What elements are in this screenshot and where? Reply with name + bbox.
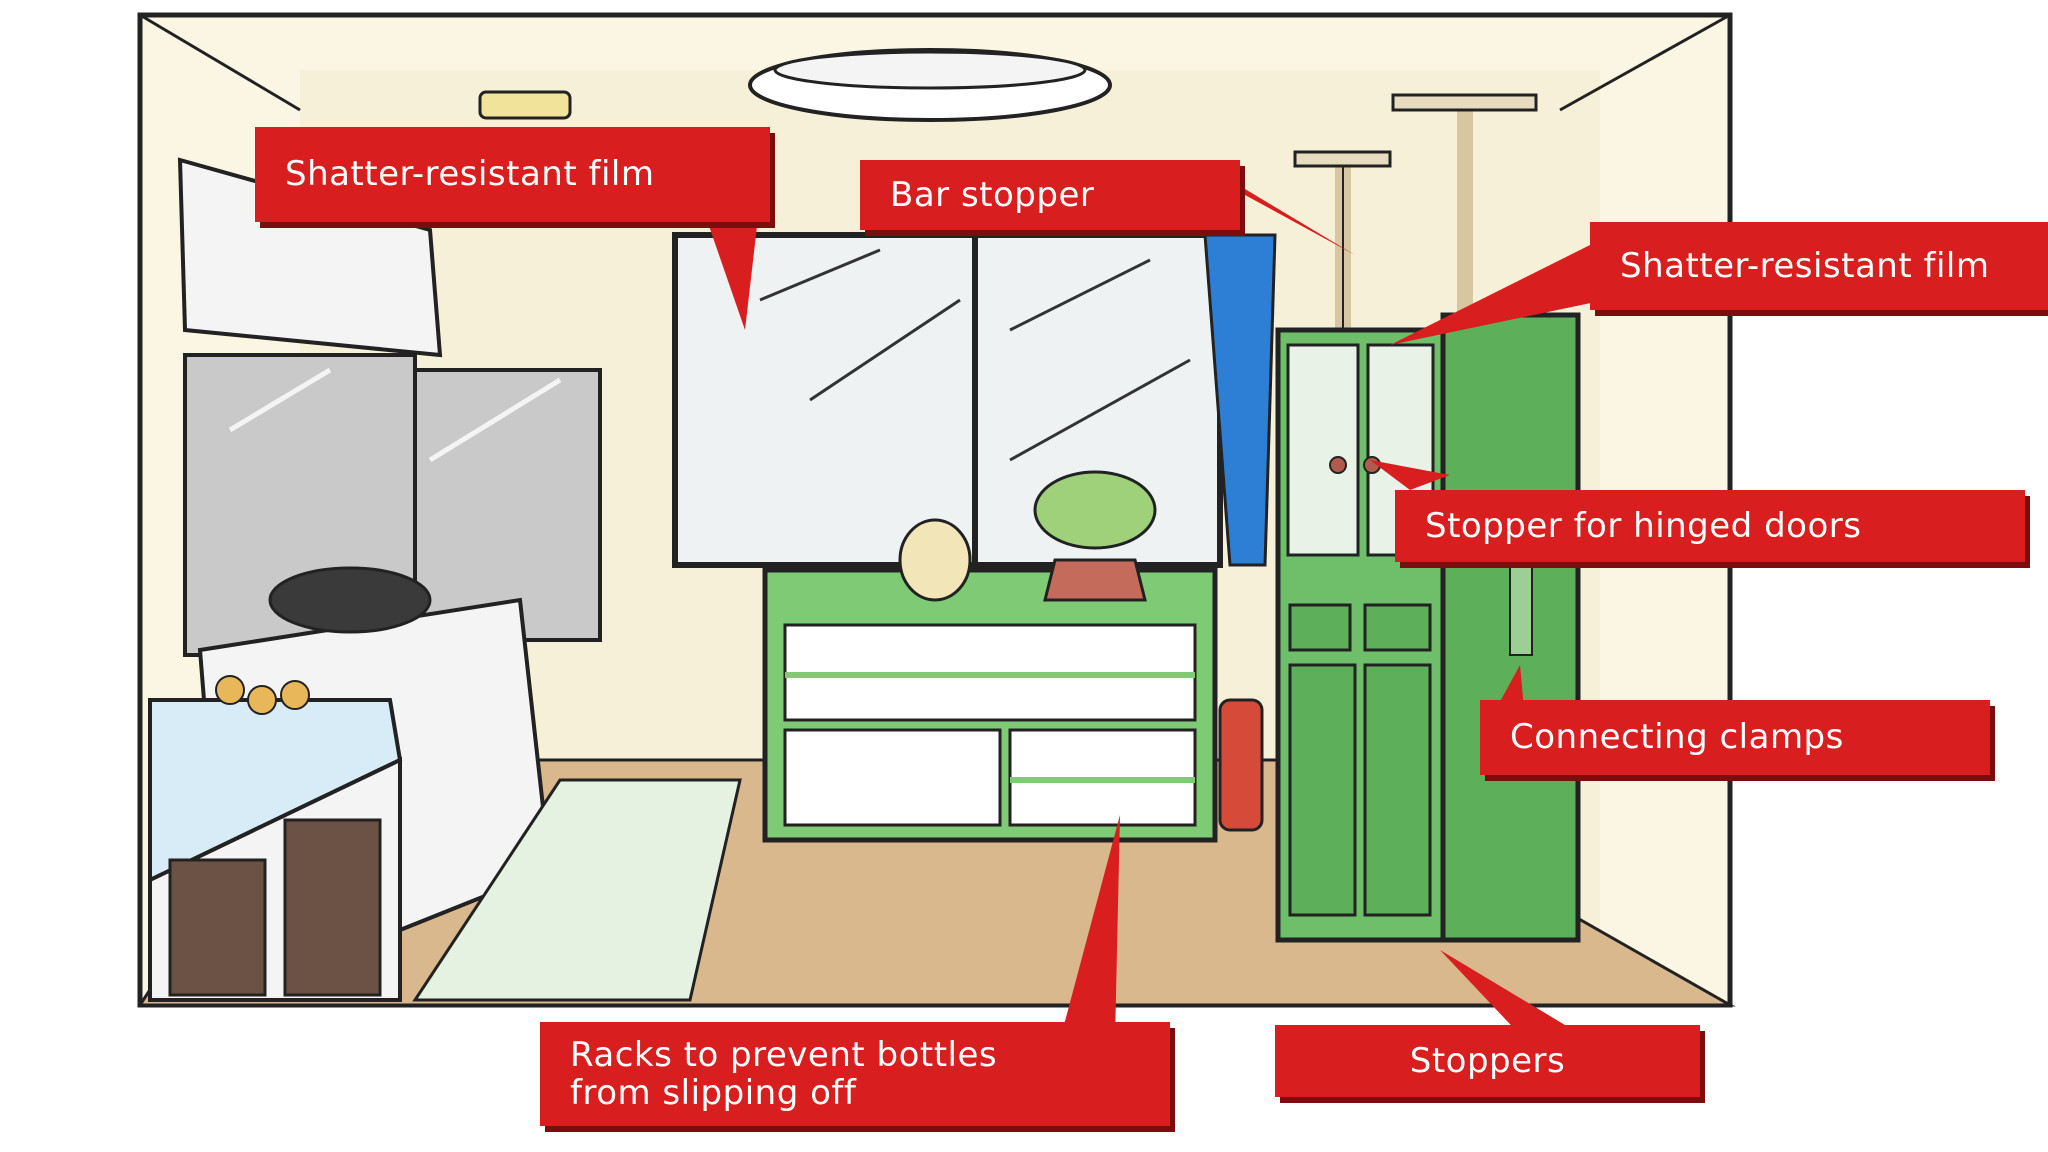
frying-pan: [268, 566, 432, 634]
smoke-detector: [478, 90, 572, 120]
connecting-clamp: [1509, 559, 1533, 656]
door-stopper-knob-left: [1329, 456, 1347, 474]
pointer-hinged-door-stopper: [1370, 460, 1450, 490]
ceiling-edge-left: [139, 13, 301, 112]
pointer-shatter-film-right: [1390, 240, 1605, 345]
label-stoppers: Stoppers: [1275, 1025, 1700, 1097]
curtain: [1203, 233, 1277, 567]
label-hinged-door-stopper: Stopper for hinged doors: [1395, 490, 2025, 562]
pointer-stoppers: [1440, 950, 1590, 1040]
cabinet-glass-door-left: [1286, 343, 1360, 557]
label-racks: Racks to prevent bottles from slipping o…: [540, 1022, 1170, 1126]
label-racks-line-1: Racks to prevent bottles: [570, 1035, 998, 1075]
tall-cabinet-side: [1440, 312, 1581, 943]
potted-plant: [1043, 558, 1147, 602]
pointer-shatter-film-left: [700, 200, 760, 330]
pointer-racks: [1060, 815, 1120, 1040]
pointer-bar-stopper: [1205, 165, 1355, 255]
label-connecting-clamps: Connecting clamps: [1480, 700, 1990, 775]
label-racks-line-2: from slipping off: [570, 1073, 857, 1113]
ceiling-edge-right: [1559, 13, 1731, 112]
ceiling-lamp-rim: [773, 50, 1087, 90]
label-shatter-film-left: Shatter-resistant film: [255, 127, 770, 222]
fire-extinguisher: [1218, 698, 1264, 832]
kettle: [898, 518, 972, 602]
label-bar-stopper: Bar stopper: [860, 160, 1240, 230]
floor-mat: [412, 778, 742, 1002]
label-shatter-film-right: Shatter-resistant film: [1590, 222, 2048, 310]
potato: [215, 675, 245, 705]
